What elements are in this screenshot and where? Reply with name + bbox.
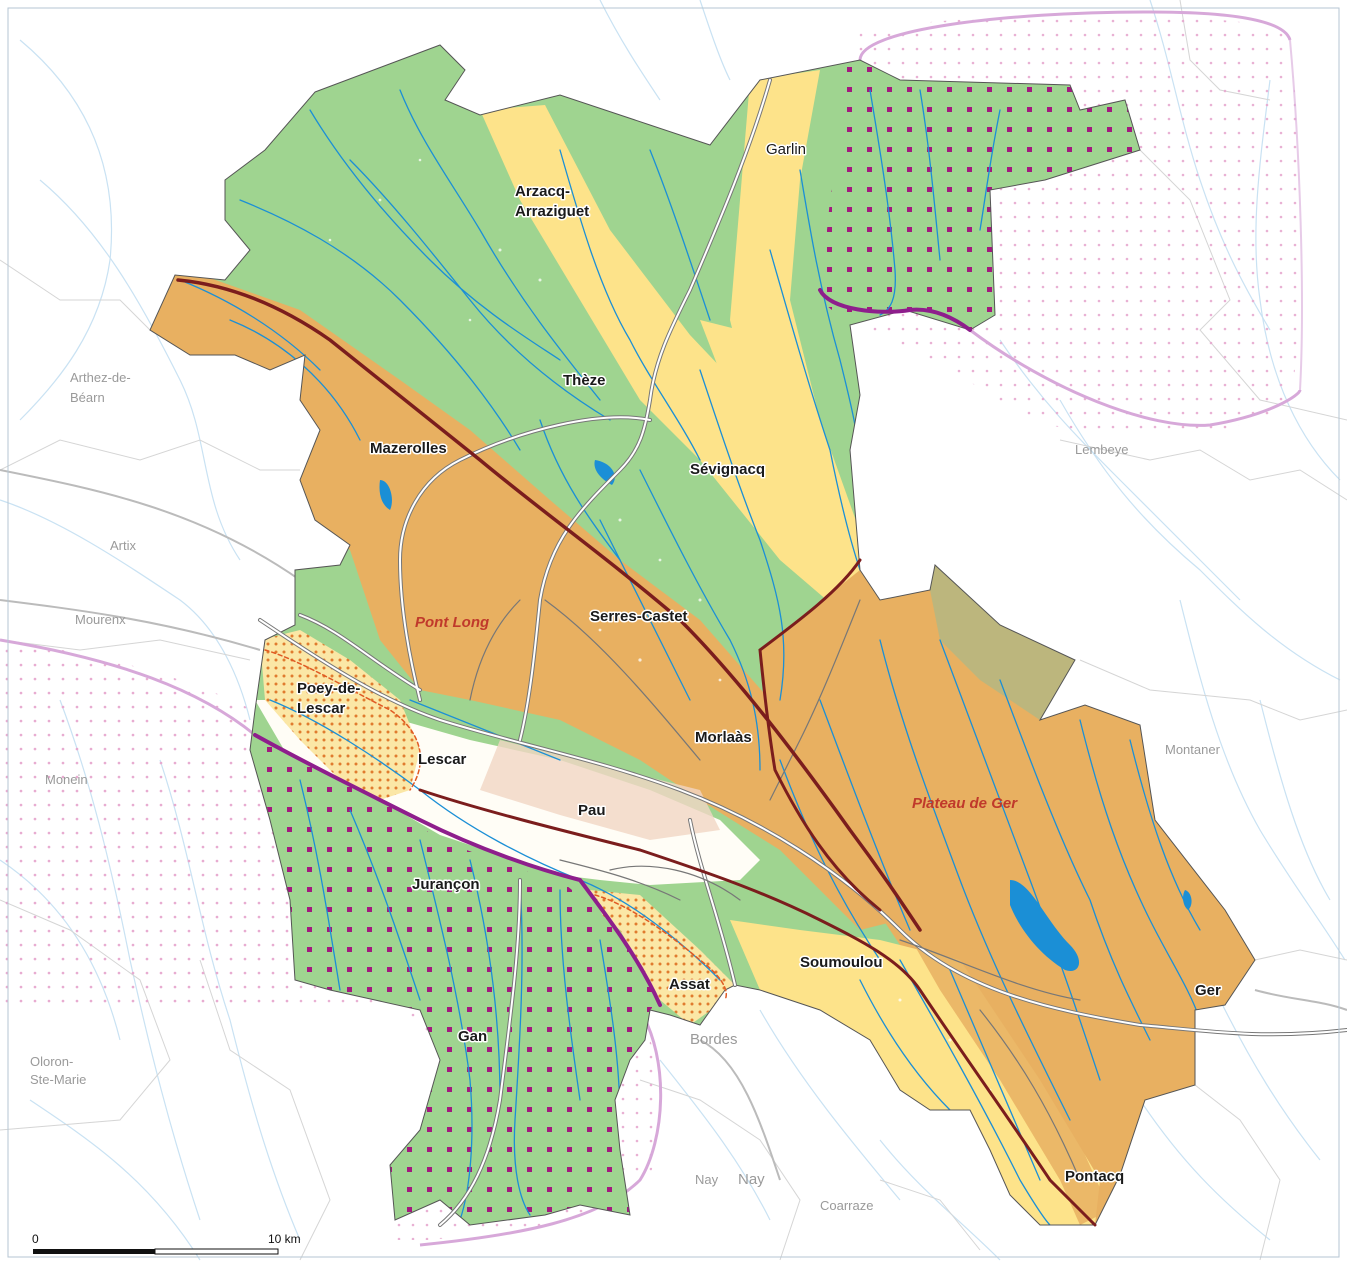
label-coarraze: Coarraze <box>820 1198 873 1213</box>
label-nay: Nay <box>738 1171 765 1188</box>
label-lembeye: Lembeye <box>1075 442 1128 457</box>
label-assat: Assat <box>669 976 710 993</box>
label-mazerolles: Mazerolles <box>370 440 447 457</box>
label-serres-castet: Serres-Castet <box>590 608 688 625</box>
label-arraziguet: Arraziguet <box>515 203 589 220</box>
scale-segment-white <box>154 1248 279 1255</box>
label-soumoulou: Soumoulou <box>800 954 883 971</box>
label-mourenx: Mourenx <box>75 612 126 627</box>
label-plateau-de-ger: Plateau de Ger <box>912 795 1018 812</box>
label-arthez-1: Arthez-de- <box>70 370 131 385</box>
scale-bar: 0 10 km <box>32 1232 301 1255</box>
label-monein: Monein <box>45 772 88 787</box>
label-artix: Artix <box>110 538 137 553</box>
label-sevignacq: Sévignacq <box>690 461 765 478</box>
label-theze: Thèze <box>563 372 606 389</box>
label-bordes: Bordes <box>690 1031 738 1048</box>
label-arthez-2: Béarn <box>70 390 105 405</box>
outside-labels: Arthez-de- Béarn Lembeye Artix Mourenx M… <box>30 370 1221 1213</box>
label-jurancon: Jurançon <box>412 876 480 893</box>
scale-start-label: 0 <box>32 1232 39 1246</box>
label-pontacq: Pontacq <box>1065 1168 1124 1185</box>
label-garlin: Garlin <box>766 141 806 158</box>
label-gan: Gan <box>458 1028 487 1045</box>
label-oloron-1: Oloron- <box>30 1054 73 1069</box>
label-nay-small: Nay <box>695 1172 719 1187</box>
label-pont-long: Pont Long <box>415 614 489 631</box>
scale-end-label: 10 km <box>268 1232 301 1246</box>
label-montaner: Montaner <box>1165 742 1221 757</box>
map-frame <box>7 7 1340 1258</box>
label-morlaas: Morlaàs <box>695 729 752 746</box>
label-poey-2: Lescar <box>297 700 346 717</box>
label-oloron-2: Ste-Marie <box>30 1072 86 1087</box>
label-arzacq: Arzacq- <box>515 183 570 200</box>
label-pau: Pau <box>578 802 606 819</box>
label-ger: Ger <box>1195 982 1221 999</box>
roads <box>258 78 1347 1227</box>
scale-segment-black <box>33 1249 155 1254</box>
label-lescar: Lescar <box>418 751 467 768</box>
boundaries <box>176 278 1097 1227</box>
label-poey-1: Poey-de- <box>297 680 360 697</box>
town-labels: Garlin Arzacq- Arraziguet Thèze Mazeroll… <box>296 140 1223 1187</box>
region-labels: Pont Long Plateau de Ger <box>415 614 1018 812</box>
